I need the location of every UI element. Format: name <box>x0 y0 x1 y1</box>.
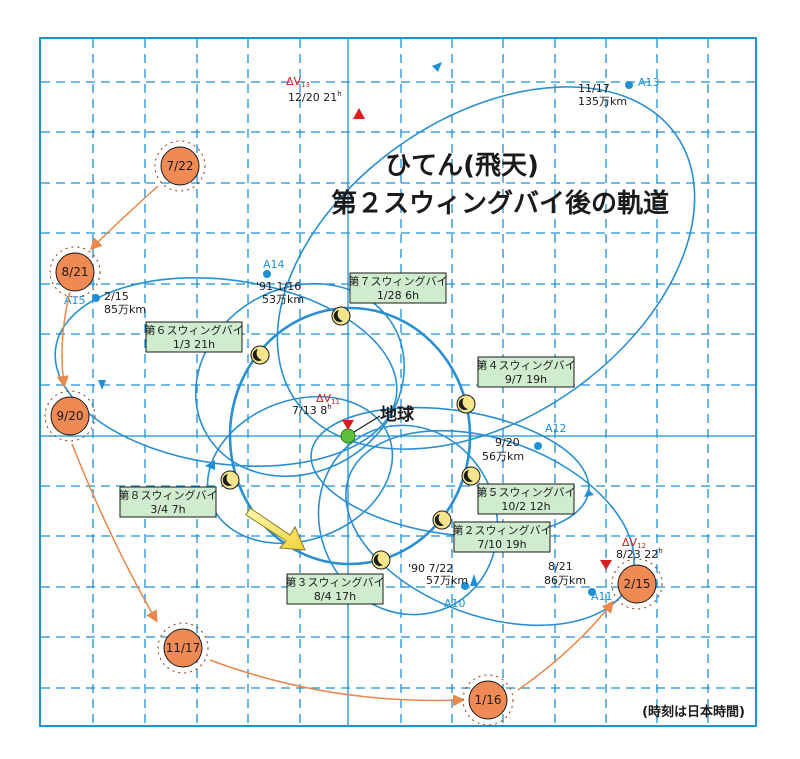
apogee-a14-dist: 53万km <box>262 293 304 306</box>
title-line1: ひてん(飛天) <box>385 151 539 181</box>
frame <box>39 37 757 727</box>
apogee-a15-date: 2/15 <box>104 290 129 303</box>
apogee-a11-date: 8/21 <box>548 560 573 573</box>
earth-label: 地球 <box>380 404 415 425</box>
swingby4-name: 第４スウィングバイ <box>477 358 576 372</box>
apogee-a12-id: A12 <box>545 422 567 435</box>
swingby2-time: 7/10 19h <box>477 538 526 551</box>
swingby7-name: 第７スウィングバイ <box>349 274 448 288</box>
apogee-a10-id: A10 <box>444 597 466 610</box>
swingby2-box <box>453 521 551 553</box>
sun-label: 7/22 <box>167 159 194 173</box>
earth-icon <box>340 428 356 444</box>
dv13-sub: 13 <box>301 81 310 89</box>
earth-pointer <box>353 415 381 433</box>
sun-label: 9/20 <box>57 409 84 423</box>
delta-v-labels: ΔV13 12/20 21h ΔV11 7/13 8h ΔV12 8/23 22… <box>286 75 663 561</box>
moon-orbit <box>228 306 472 566</box>
apogee-a14-date: '91 1/16 <box>256 280 301 293</box>
svg-text:12/20 21h: 12/20 21h <box>288 90 342 104</box>
apogee-a10-date: '90 7/22 <box>408 562 453 575</box>
swingby3-time: 8/4 17h <box>314 590 356 603</box>
sun-label: 8/21 <box>62 265 89 279</box>
svg-text:ΔV11: ΔV11 <box>316 392 340 406</box>
apogee-a13-id: A13 <box>638 76 660 89</box>
swingby3-name: 第３スウィングバイ <box>286 575 385 589</box>
swingby6-time: 1/3 21h <box>173 338 215 351</box>
orbit-a13 <box>276 86 696 450</box>
swingby5-box <box>477 483 575 515</box>
dv12-sub: 12 <box>637 542 646 550</box>
dv13-label: ΔV <box>286 75 302 88</box>
swingby3-box <box>286 573 384 605</box>
swingby8-time: 3/4 7h <box>150 503 185 516</box>
swingby-boxes: 第７スウィングバイ 1/28 6h 第６スウィングバイ 1/3 21h 第４スウ… <box>119 272 576 605</box>
orbit-a14 <box>194 282 406 478</box>
svg-text:7/13 8h: 7/13 8h <box>292 403 332 417</box>
delta-v11-marker <box>342 420 354 430</box>
delta-v13-marker <box>353 108 365 119</box>
sun-icon <box>44 390 96 442</box>
dv12-time: 8/23 22 <box>616 548 658 561</box>
swingby5-name: 第５スウィングバイ <box>477 485 576 499</box>
sun-label: 11/17 <box>166 641 201 655</box>
dv12-sup: h <box>658 547 662 555</box>
swingby8-name: 第８スウィングバイ <box>119 488 218 502</box>
svg-text:8/23 22h: 8/23 22h <box>616 547 663 561</box>
dv11-sub: 11 <box>331 398 340 406</box>
sun-label: 2/15 <box>624 577 651 591</box>
moon-markers <box>220 306 481 570</box>
dv11-sup: h <box>327 403 331 411</box>
sun-arrows <box>56 185 614 707</box>
rotation-arrow <box>245 507 306 551</box>
swingby6-name: 第６スウィングバイ <box>145 323 244 337</box>
svg-text:ΔV13: ΔV13 <box>286 75 310 89</box>
swingby5-time: 10/2 12h <box>501 500 550 513</box>
sun-label: 1/16 <box>475 693 502 707</box>
delta-v12-marker <box>600 560 612 570</box>
swingby4-time: 9/7 19h <box>505 373 547 386</box>
apogee-a11-id: A11 <box>591 590 613 603</box>
apogee-points <box>92 81 633 596</box>
sun-icon <box>611 558 663 610</box>
apogee-a11-dist: 86万km <box>544 574 586 587</box>
swingby8-box <box>119 486 217 518</box>
suns <box>44 140 663 726</box>
sun-icon <box>462 674 514 726</box>
apogee-a12-dist: 56万km <box>482 450 524 463</box>
direction-arrows <box>98 62 594 586</box>
apogee-labels: A13 11/17 135万km A14 '91 1/16 53万km A15 … <box>64 76 660 610</box>
swingby7-time: 1/28 6h <box>377 289 419 302</box>
sun-icon <box>154 140 206 192</box>
apogee-a15-dist: 85万km <box>104 303 146 316</box>
apogee-a13-date: 11/17 <box>578 82 610 95</box>
dv11-time: 7/13 8 <box>292 404 327 417</box>
swingby4-box <box>477 356 575 388</box>
svg-text:ΔV12: ΔV12 <box>622 536 646 550</box>
orbit-a12 <box>310 406 590 538</box>
dv13-sup: h <box>337 90 341 98</box>
swingby2-name: 第２スウィングバイ <box>453 523 552 537</box>
dv11-label: ΔV <box>316 392 332 405</box>
dv12-label: ΔV <box>622 536 638 549</box>
swingby6-box <box>145 321 243 353</box>
dv13-time: 12/20 21 <box>288 91 337 104</box>
sun-icon <box>49 246 101 298</box>
swingby7-box <box>349 272 447 304</box>
apogee-a12-date: 9/20 <box>495 436 520 449</box>
apogee-a10-dist: 57万km <box>426 574 468 587</box>
apogee-a13-dist: 135万km <box>578 95 627 108</box>
footnote: (時刻は日本時間) <box>642 704 745 720</box>
sun-labels: 7/22 8/21 9/20 11/17 1/16 2/15 <box>57 159 651 707</box>
sun-icon <box>157 622 209 674</box>
title-line2: 第２スウィングバイ後の軌道 <box>331 188 669 219</box>
apogee-a14-id: A14 <box>263 258 285 271</box>
